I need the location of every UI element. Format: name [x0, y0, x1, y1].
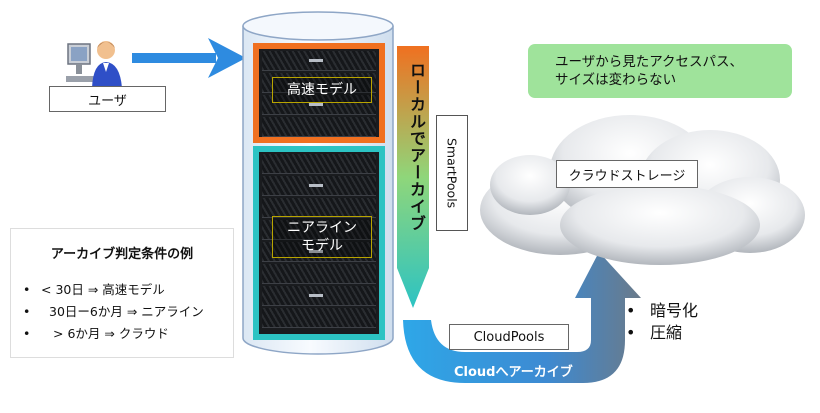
- smartpools-label: SmartPools: [436, 115, 468, 231]
- criteria-item: •30日ー6か月 ⇒ ニアライン: [23, 304, 204, 319]
- archive-flow-arrows: [397, 46, 641, 383]
- fast-tier-label: 高速モデル: [272, 77, 372, 103]
- criteria-list: •< 30日 ⇒ 高速モデル •30日ー6か月 ⇒ ニアライン •> 6か月 ⇒…: [23, 279, 204, 345]
- local-archive-label: ローカルでアーカイブ: [407, 62, 426, 232]
- cloud-archive-label: Cloudへアーカイブ: [454, 365, 573, 380]
- nearline-tier-rack: [259, 152, 379, 334]
- access-arrow: [132, 38, 246, 78]
- cloud-icon: [480, 115, 805, 265]
- access-path-note-text: ユーザから見たアクセスパス、 サイズは変わらない: [555, 54, 744, 88]
- user-label: ユーザ: [49, 86, 166, 112]
- cloudpools-label: CloudPools: [449, 324, 569, 350]
- archive-criteria-panel: アーカイブ判定条件の例 •< 30日 ⇒ 高速モデル •30日ー6か月 ⇒ ニア…: [10, 228, 234, 358]
- criteria-item: •< 30日 ⇒ 高速モデル: [23, 282, 165, 297]
- feature-item: •圧縮: [626, 323, 683, 342]
- criteria-title: アーカイブ判定条件の例: [50, 247, 194, 262]
- fast-tier-rack: [259, 49, 379, 137]
- user-computer-icon: [66, 41, 122, 88]
- cloud-storage-label: クラウドストレージ: [556, 160, 698, 188]
- access-path-note: ユーザから見たアクセスパス、 サイズは変わらない: [528, 44, 792, 98]
- feature-item: •暗号化: [626, 301, 699, 320]
- criteria-item: •> 6か月 ⇒ クラウド: [23, 326, 169, 341]
- feature-list: •暗号化 •圧縮: [626, 300, 698, 344]
- nearline-tier-label: ニアライン モデル: [272, 216, 372, 258]
